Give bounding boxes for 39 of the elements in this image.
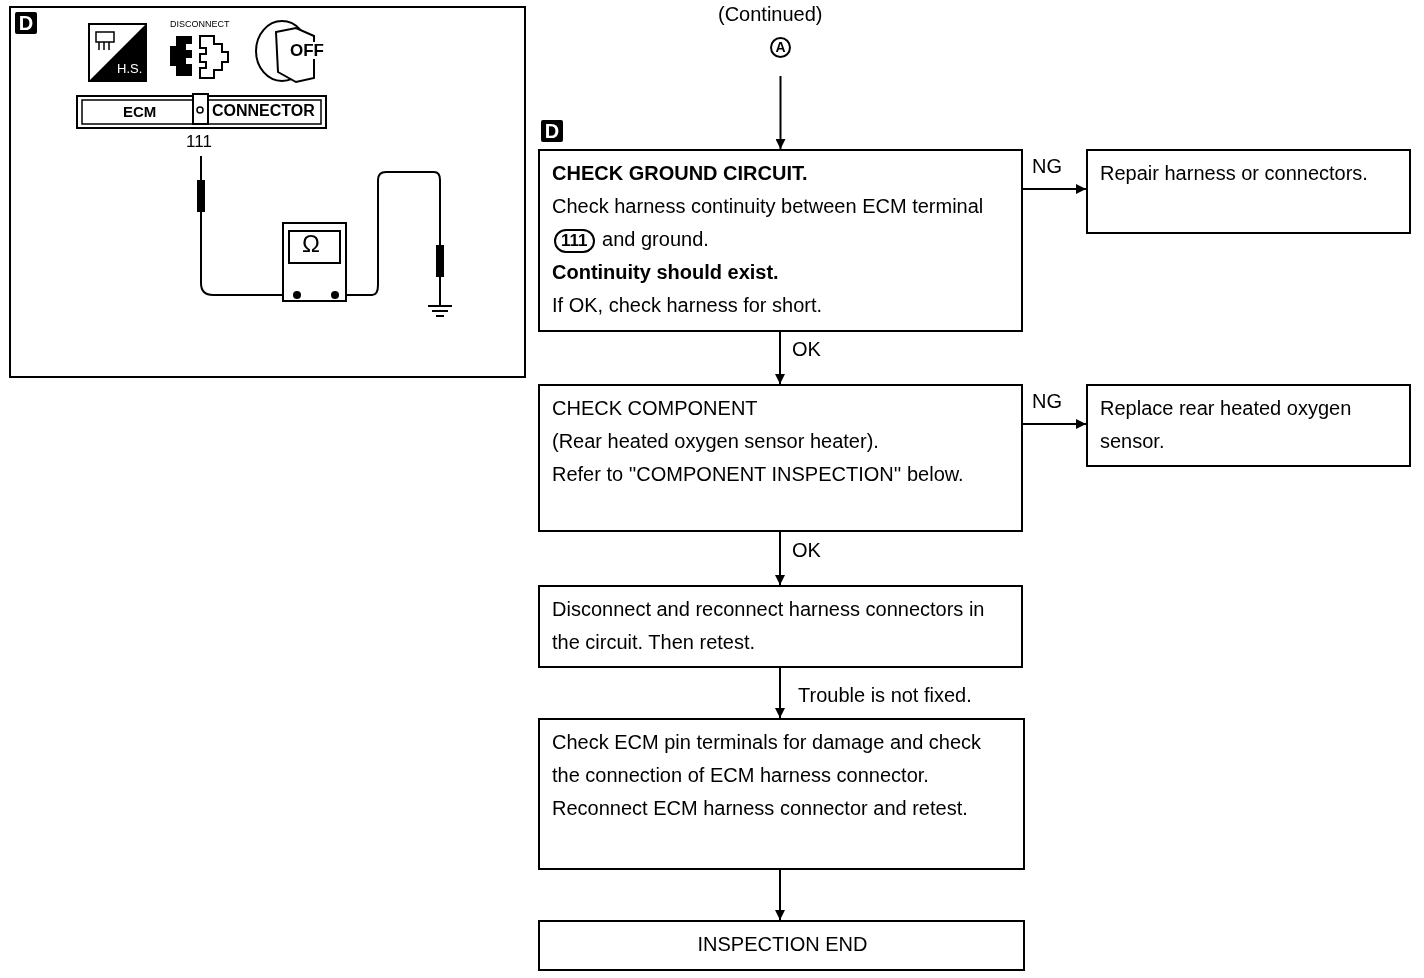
step-text: Refer to ''COMPONENT INSPECTION'' below. (552, 462, 965, 487)
process-box (538, 718, 1025, 870)
arrow (775, 869, 785, 921)
connector-name: ECM (123, 104, 157, 119)
arrow (775, 331, 785, 385)
icon-caption: H.S. (117, 62, 143, 75)
process-box (1086, 149, 1411, 234)
step-text: Repair harness or connectors. (1100, 161, 1369, 186)
step-text: and ground. (602, 228, 709, 250)
step-text: (Rear heated oxygen sensor heater). (552, 429, 880, 454)
process-box (538, 384, 1023, 532)
step-text: Check harness continuity between ECM terminal (552, 195, 984, 217)
step-text: Replace rear heated oxygen sensor. (1100, 396, 1353, 454)
step-text: INSPECTION END (696, 932, 869, 957)
continuation-note: (Continued) (718, 3, 823, 26)
connector-circle: A (770, 37, 791, 58)
connector-name: CONNECTOR (212, 103, 315, 119)
arrow (775, 667, 785, 719)
step-badge: D (15, 12, 37, 34)
icon-caption: DISCONNECT (170, 20, 230, 29)
terminal-number: 111 (554, 229, 595, 253)
step-heading: CHECK GROUND CIRCUIT. (552, 161, 809, 186)
arrow (775, 75, 786, 150)
step-text: Disconnect and reconnect harness connectors in the circuit. Then retest. (552, 597, 986, 655)
process-box (1086, 384, 1411, 467)
step-text: CHECK COMPONENT (552, 396, 759, 421)
arrow (775, 531, 785, 586)
step-heading: Continuity should exist. (552, 260, 780, 285)
step-badge: D (541, 120, 563, 142)
process-box (538, 920, 1025, 971)
arrow (1022, 184, 1087, 194)
arrow (1022, 419, 1087, 429)
ohm-symbol: Ω (302, 232, 320, 256)
icon-caption: OFF (290, 42, 324, 59)
step-text: If OK, check harness for short. (552, 293, 824, 318)
step-text: Check ECM pin terminals for damage and check the connection of ECM harness connector. Reconnect ECM harness connector and retest. (552, 730, 983, 821)
process-box (538, 149, 1023, 332)
terminal-number: 111 (186, 133, 212, 150)
process-box (538, 585, 1023, 668)
